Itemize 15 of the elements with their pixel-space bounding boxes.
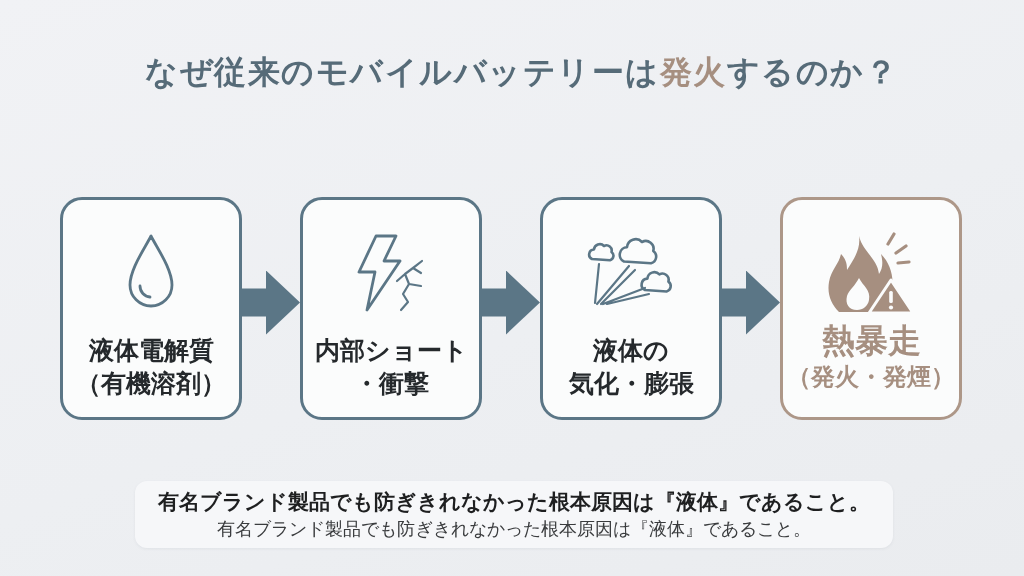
summary-heading: 有名ブランド製品でも防ぎきれなかった根本原因は『液体』であること。: [158, 488, 870, 516]
process-box: [780, 197, 962, 420]
step-label: 液体電解質（有機溶剤）: [76, 335, 226, 400]
process-box: [60, 197, 242, 420]
step-title: 熱暴走: [821, 322, 921, 360]
process-box: [540, 197, 722, 420]
arrow: [242, 270, 300, 335]
step-label: 液体の気化・膨張: [568, 335, 694, 400]
step-label: 内部ショート・衝撃: [314, 335, 468, 400]
arrow: [482, 270, 540, 335]
page-title: なぜ従来のモバイルバッテリーは発火するのか？: [145, 52, 898, 92]
arrow: [722, 270, 780, 335]
summary-text: 有名ブランド製品でも防ぎきれなかった根本原因は『液体』であること。: [217, 516, 811, 541]
step-subtitle: （発火・発煙）: [787, 362, 955, 393]
process-box: [300, 197, 482, 420]
